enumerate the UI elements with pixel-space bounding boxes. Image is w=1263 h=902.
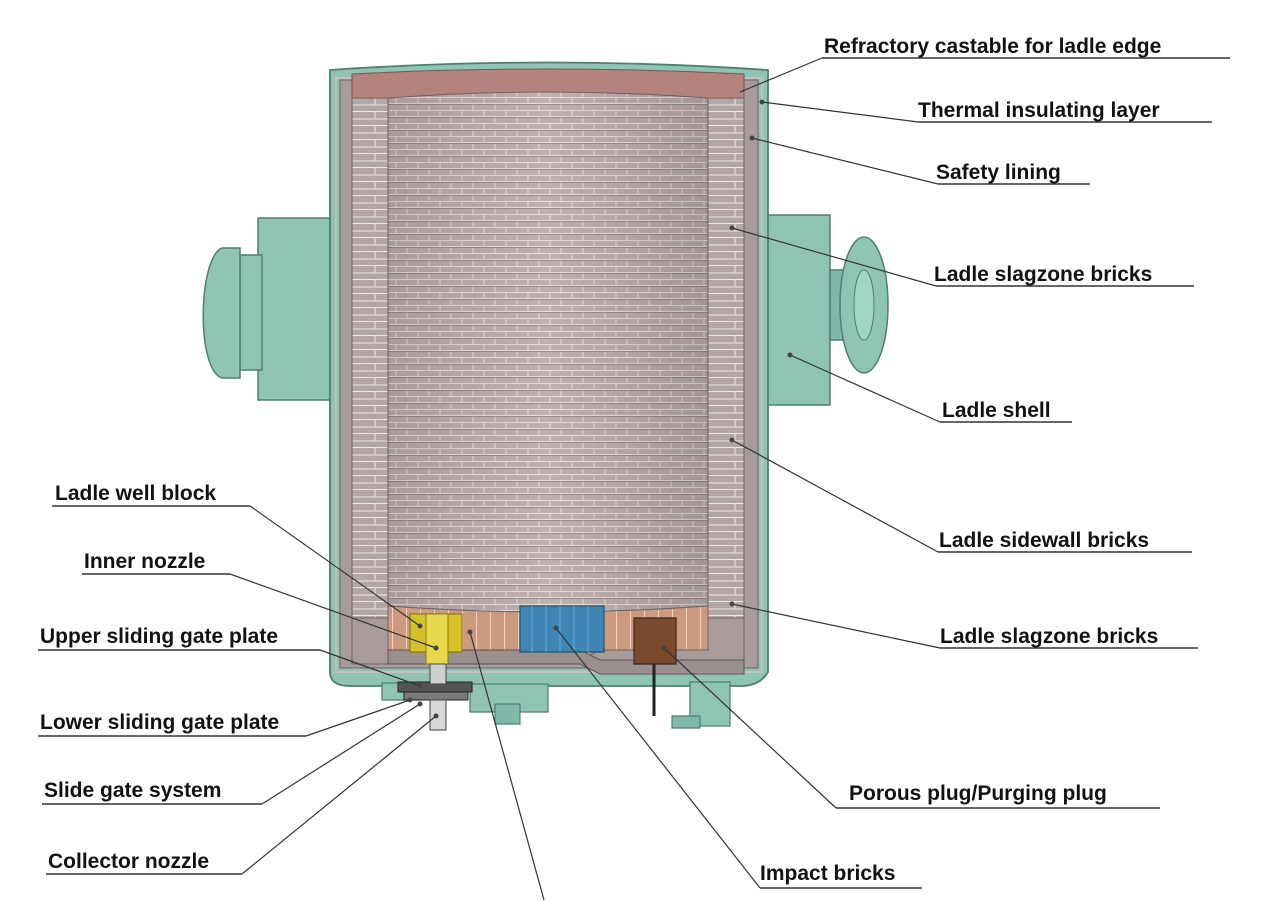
label-collector-nozzle: Collector nozzle bbox=[48, 850, 209, 873]
left-trunnion bbox=[257, 217, 331, 401]
label-impact-bricks: Impact bricks bbox=[760, 862, 895, 885]
label-thermal-insulating: Thermal insulating layer bbox=[918, 99, 1160, 122]
label-lower-plate: Lower sliding gate plate bbox=[40, 711, 279, 734]
right-wall-bricks bbox=[707, 97, 745, 619]
leader-lines bbox=[38, 57, 1230, 901]
impact-bricks-shape bbox=[519, 605, 605, 653]
label-slagzone-bottom: Ladle slagzone bricks bbox=[940, 625, 1158, 648]
label-upper-plate: Upper sliding gate plate bbox=[40, 625, 278, 648]
label-well-block: Ladle well block bbox=[55, 482, 216, 505]
label-slagzone-top: Ladle slagzone bricks bbox=[934, 263, 1152, 286]
label-ladle-shell: Ladle shell bbox=[942, 399, 1051, 422]
label-porous-plug: Porous plug/Purging plug bbox=[849, 782, 1107, 805]
right-trunnion bbox=[759, 214, 831, 406]
label-sidewall-bricks: Ladle sidewall bricks bbox=[939, 529, 1149, 552]
label-refractory-castable: Refractory castable for ladle edge bbox=[824, 35, 1161, 58]
label-safety-lining: Safety lining bbox=[936, 161, 1061, 184]
left-wall-bricks bbox=[351, 97, 389, 619]
label-inner-nozzle: Inner nozzle bbox=[84, 550, 205, 573]
inner-nozzle-shape bbox=[425, 613, 449, 665]
porous-plug-shape bbox=[633, 617, 677, 665]
label-slide-gate: Slide gate system bbox=[44, 779, 221, 802]
